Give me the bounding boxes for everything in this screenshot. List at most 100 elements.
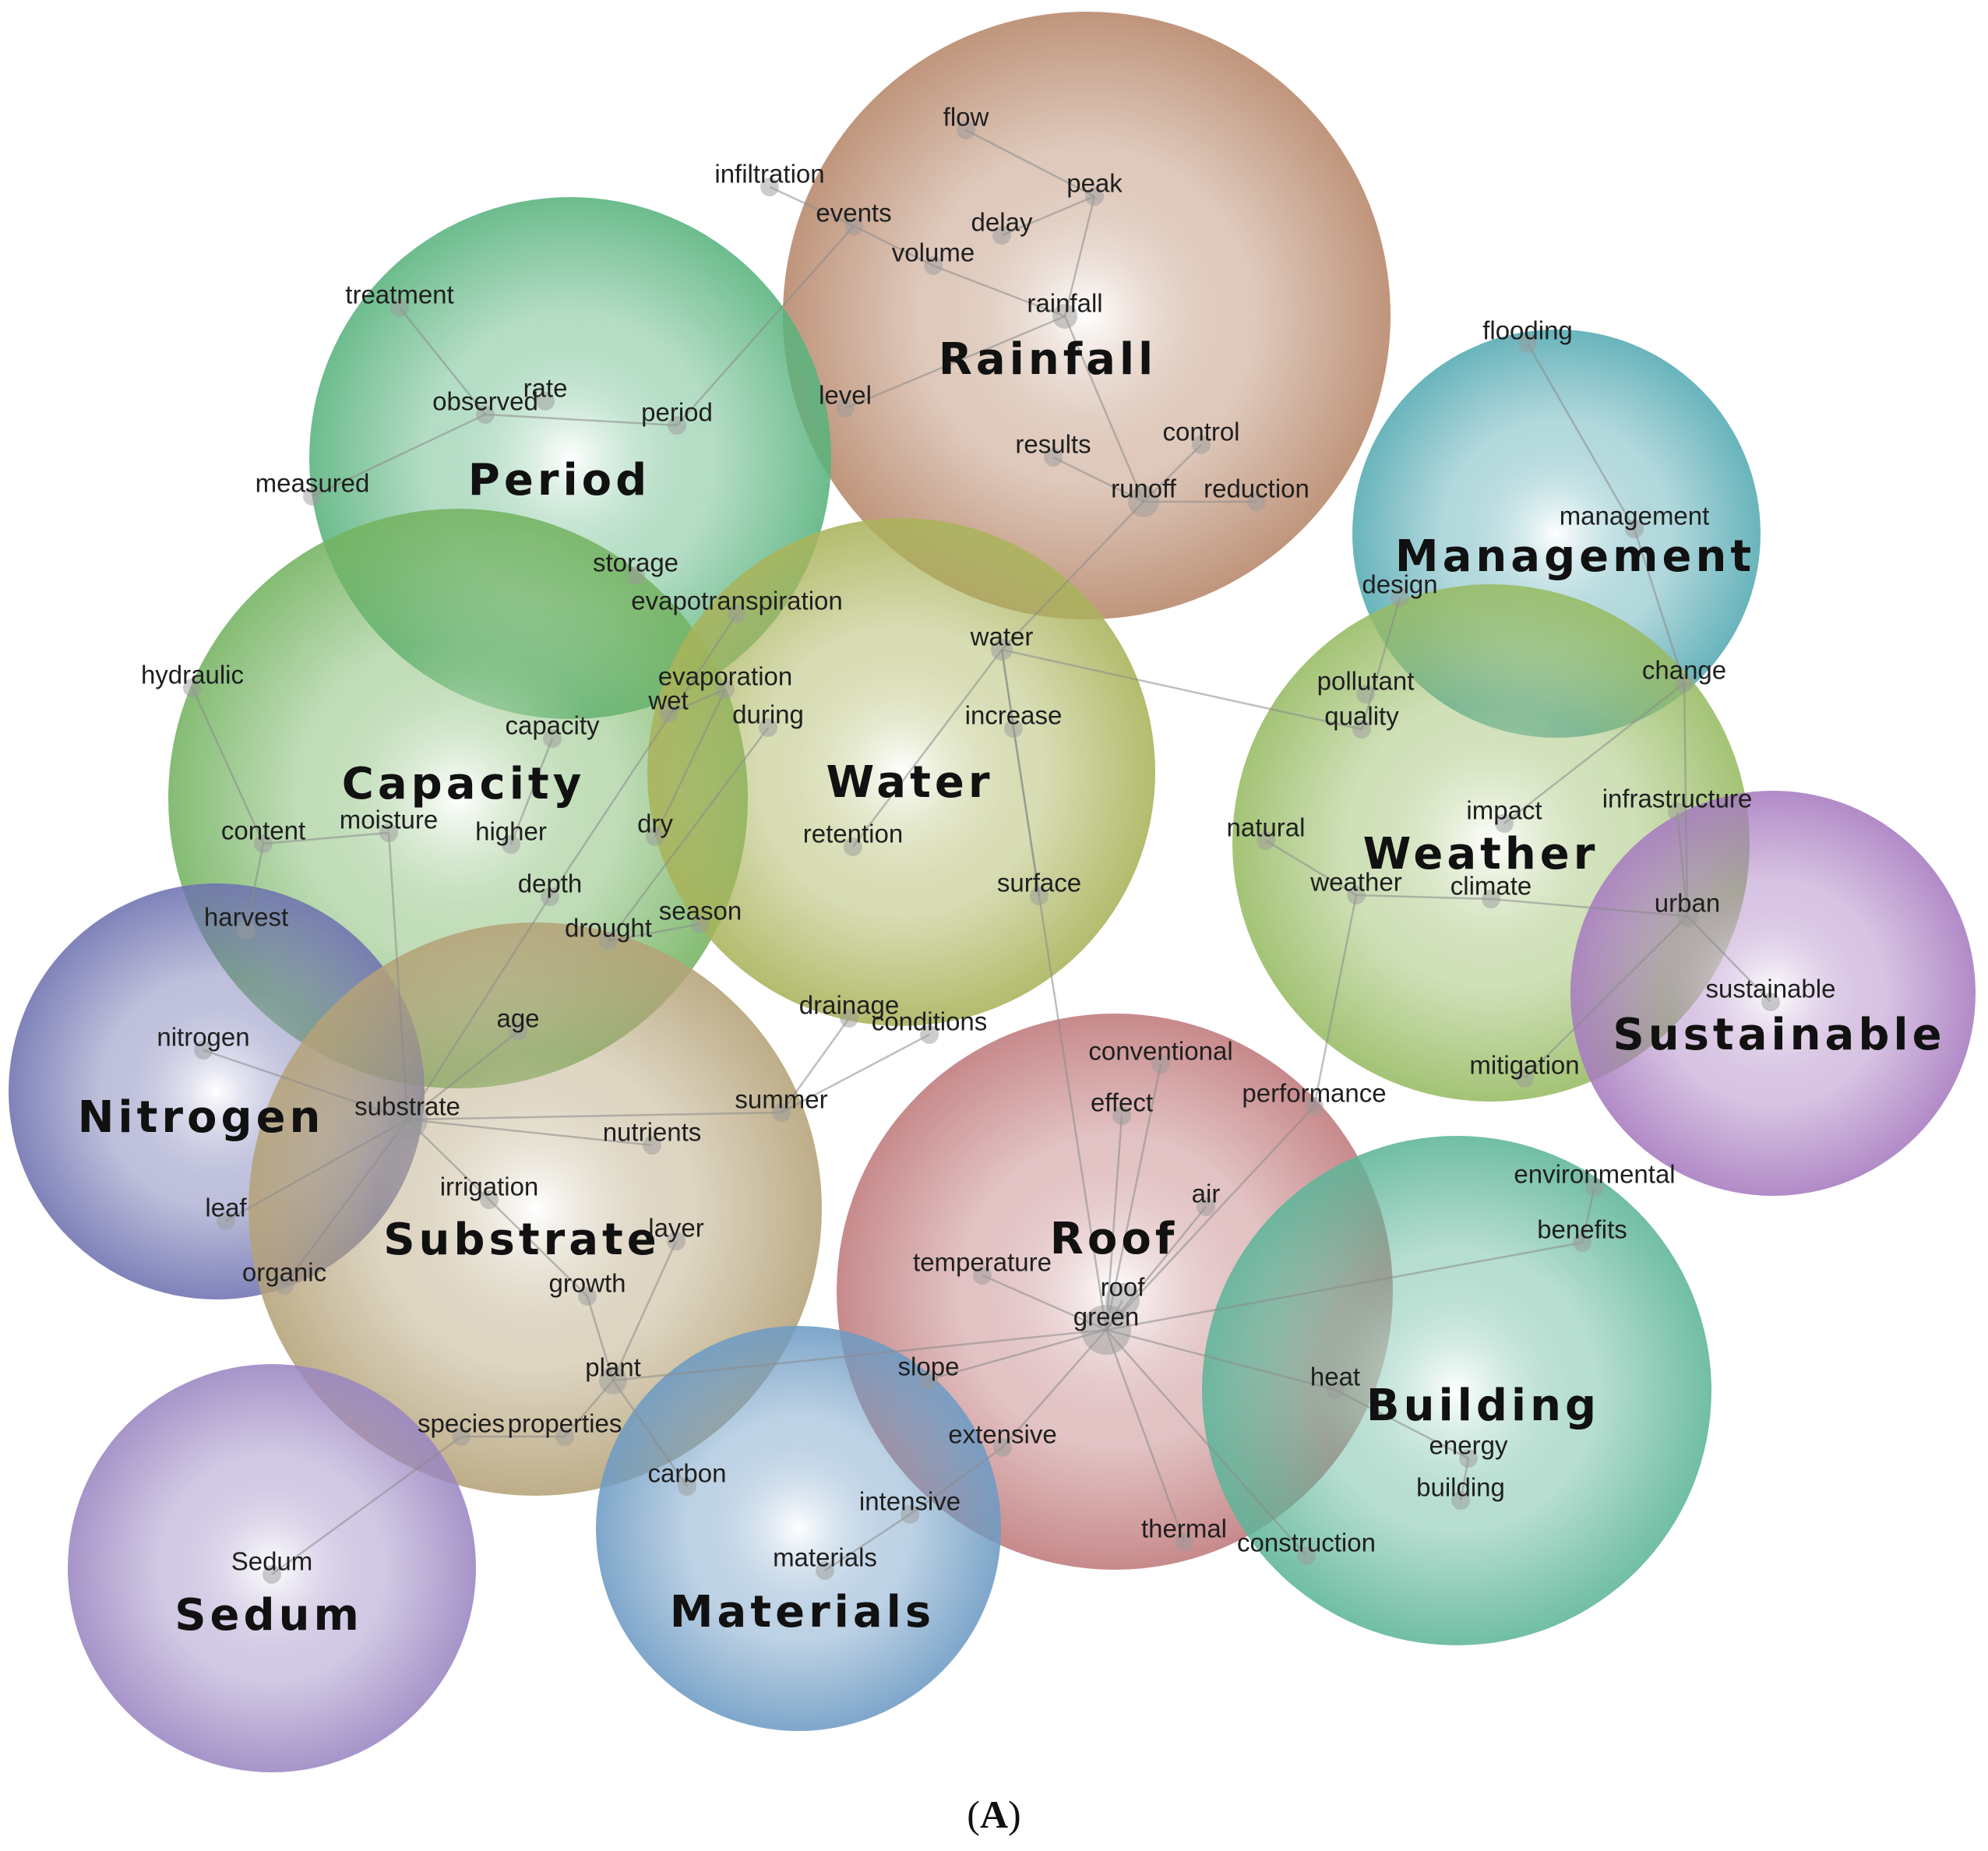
link-rainfall-level <box>844 315 1066 410</box>
link-green-construction <box>1105 1329 1307 1557</box>
link-moisture-substrate <box>387 832 409 1120</box>
node-results <box>1044 448 1063 467</box>
term-label-roof: roof <box>1101 1273 1146 1302</box>
link-evaporation-dry <box>654 689 727 837</box>
node-storage <box>626 566 645 585</box>
node-performance <box>1305 1097 1324 1116</box>
link-treatment-observed <box>399 307 486 415</box>
node-period <box>668 416 686 435</box>
link-observed-measured <box>312 413 486 498</box>
link-conditions-summer <box>781 1033 930 1114</box>
node-thermal <box>1175 1532 1193 1551</box>
link-green-extensive <box>1002 1329 1107 1448</box>
term-label-surface: surface <box>997 869 1081 897</box>
term-label-nitrogen: nitrogen <box>157 1023 249 1052</box>
cluster-title-management: Management <box>1395 531 1755 582</box>
link-change-urban <box>1683 682 1689 917</box>
node-wet <box>659 704 678 723</box>
term-label-carbon: carbon <box>648 1459 727 1488</box>
term-label-impact: impact <box>1466 796 1542 825</box>
term-label-layer: layer <box>648 1214 704 1243</box>
node-climate <box>1482 890 1500 908</box>
term-label-treatment: treatment <box>345 280 453 309</box>
term-label-delay: delay <box>971 208 1033 237</box>
node-nitrogen <box>194 1041 213 1059</box>
node-design <box>1391 588 1409 607</box>
node-dry <box>646 827 664 846</box>
cluster-title-rainfall: Rainfall <box>939 334 1158 385</box>
term-label-events: events <box>816 199 891 227</box>
term-label-content: content <box>221 816 305 845</box>
link-depth-substrate <box>406 896 552 1120</box>
term-label-higher: higher <box>475 817 547 846</box>
node-weather <box>1347 886 1366 904</box>
node-intensive <box>901 1505 919 1524</box>
node-plant <box>599 1366 627 1394</box>
link-events-volume <box>853 224 934 267</box>
term-label-substrate: substrate <box>354 1092 460 1121</box>
term-label-season: season <box>659 897 742 926</box>
term-label-leaf: leaf <box>205 1193 247 1222</box>
node-temperature <box>973 1266 992 1285</box>
node-benefits <box>1573 1233 1591 1252</box>
term-label-results: results <box>1015 430 1091 459</box>
node-capacity <box>543 729 562 748</box>
term-label-peak: peak <box>1066 169 1123 198</box>
term-label-flooding: flooding <box>1482 316 1573 345</box>
term-label-energy: energy <box>1429 1431 1508 1460</box>
node-higher <box>502 835 520 854</box>
link-green-benefits <box>1105 1241 1583 1331</box>
node-during <box>759 718 777 737</box>
link-infrastructure-urban <box>1676 811 1689 917</box>
node-nutrients <box>643 1136 661 1155</box>
link-benefits-environmental <box>1581 1186 1596 1243</box>
link-infiltration-events <box>769 185 855 227</box>
link-plant-green <box>612 1328 1107 1382</box>
term-label-capacity: capacity <box>505 711 600 740</box>
node-delay <box>992 226 1011 245</box>
node-impact <box>1495 814 1514 833</box>
link-substrate-leaf <box>225 1118 408 1222</box>
term-label-weather: weather <box>1309 868 1401 897</box>
term-label-control: control <box>1162 418 1239 446</box>
link-content-harvest <box>245 843 265 931</box>
term-label-pollutant: pollutant <box>1317 667 1415 696</box>
term-label-wet: wet <box>647 686 688 715</box>
node-water <box>991 639 1013 661</box>
link-peak-delay <box>1001 195 1095 237</box>
term-label-performance: performance <box>1242 1079 1386 1108</box>
node-slope <box>919 1370 938 1389</box>
term-label-rainfall: rainfall <box>1027 289 1102 318</box>
term-label-climate: climate <box>1450 872 1532 901</box>
cluster-title-nitrogen: Nitrogen <box>78 1092 325 1143</box>
term-links <box>191 129 1771 1576</box>
node-drought <box>599 932 618 950</box>
link-water-quality <box>1001 648 1362 731</box>
figure-letter: A <box>979 1793 1009 1836</box>
term-label-observed: observed <box>432 387 538 416</box>
term-label-materials: materials <box>773 1543 877 1572</box>
cluster-title-weather: Weather <box>1363 829 1599 880</box>
cluster-title-roof: Roof <box>1050 1214 1178 1264</box>
term-label-evaporation: evaporation <box>658 662 792 691</box>
term-label-flow: flow <box>943 103 989 132</box>
term-label-runoff: runoff <box>1111 474 1177 503</box>
cluster-circle-water <box>647 518 1155 1026</box>
link-management-change <box>1633 528 1686 684</box>
link-extensive-intensive <box>909 1446 1003 1516</box>
node-control <box>1192 435 1211 454</box>
cluster-circle-substrate <box>248 922 822 1496</box>
node-construction <box>1297 1546 1316 1565</box>
link-flooding-management <box>1526 343 1636 530</box>
cluster-circle-building <box>1202 1136 1711 1645</box>
node-quality <box>1352 720 1371 739</box>
term-label-rate: rate <box>523 374 568 403</box>
term-label-irrigation: irrigation <box>440 1172 539 1201</box>
node-green <box>1081 1305 1131 1355</box>
link-results-runoff <box>1052 456 1144 503</box>
cluster-title-building: Building <box>1366 1380 1600 1431</box>
node-peak <box>1085 187 1104 206</box>
node-runoff <box>1128 486 1159 517</box>
term-label-growth: growth <box>548 1269 626 1298</box>
